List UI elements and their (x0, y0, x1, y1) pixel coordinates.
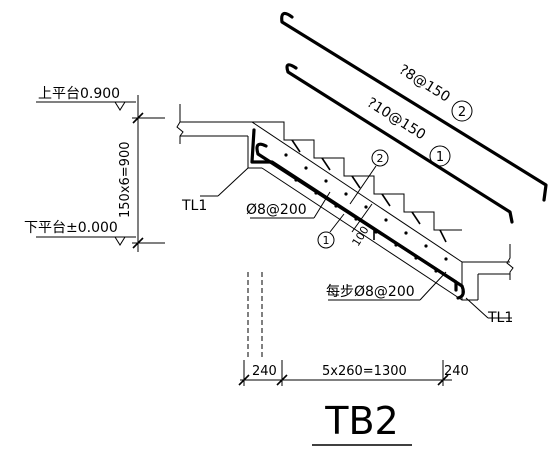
callout-1-mid-text: 1 (323, 234, 330, 247)
left-elevation-dimension (36, 95, 165, 252)
callout-2-mid: 2 (349, 149, 389, 205)
callout-2-top-text: 2 (458, 105, 466, 120)
dim-left-label: 240 (252, 364, 277, 379)
dim-right-label: 240 (444, 364, 469, 379)
beam-left-leader (200, 167, 249, 197)
slab-reinforcement (250, 128, 465, 300)
stair-steps (252, 121, 462, 231)
stair-slab (251, 121, 463, 301)
beam-right-leader (465, 297, 512, 319)
top-landing-label: 上平台0.900 (38, 86, 120, 102)
top-landing (176, 104, 262, 169)
thickness-dimension (351, 203, 375, 240)
callout-1-top: 1 (429, 145, 451, 167)
callout-1-mid: 1 (317, 213, 345, 249)
beam-right-label: TL1 (487, 310, 513, 326)
bar-step-label: 每步Ø8@200 (326, 284, 415, 300)
bar-dist-label: Ø8@200 (246, 202, 307, 218)
bar-2-detail (280, 11, 548, 202)
callout-1-top-text: 1 (436, 150, 444, 165)
distribution-bar-dots (284, 153, 448, 273)
callout-2-mid-text: 2 (377, 152, 384, 165)
drawing-title: TB2 (324, 399, 398, 443)
bottom-dimension (238, 272, 452, 386)
dim-mid-label: 5x260=1300 (322, 364, 407, 379)
bar-step-leader (328, 271, 447, 301)
bar-1-detail (285, 63, 514, 224)
bar-1-spec: ?10@150 (364, 95, 428, 144)
callout-2-top: 2 (451, 100, 473, 122)
bar-dist-leader (250, 191, 331, 219)
bottom-landing-label: 下平台±0.000 (24, 220, 118, 236)
beam-left-label: TL1 (181, 198, 207, 214)
bottom-landing (461, 244, 514, 301)
riser-dimension-label: 150x6=900 (118, 142, 133, 218)
